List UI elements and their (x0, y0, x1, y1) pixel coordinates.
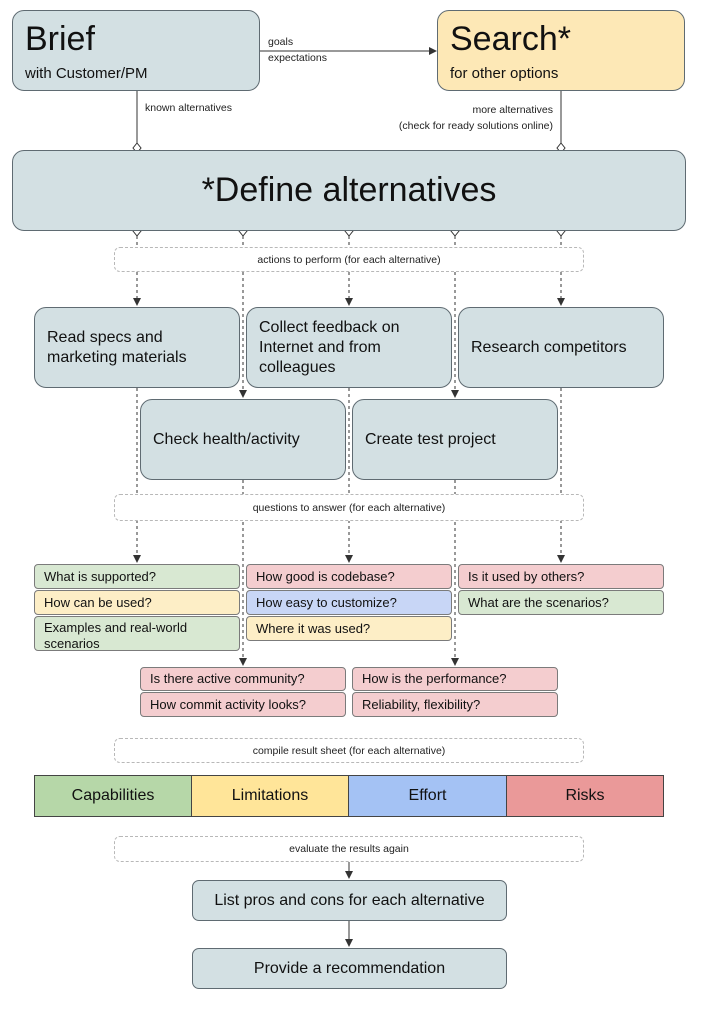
label-goals: goals (268, 36, 294, 48)
action-create-test-project: Create test project (352, 399, 558, 480)
search-box: Search* for other options (437, 10, 685, 91)
brief-title: Brief (25, 20, 95, 58)
brief-box: Brief with Customer/PM (12, 10, 260, 91)
list-pros-cons-box: List pros and cons for each alternative (192, 880, 507, 921)
action-check-health: Check health/activity (140, 399, 346, 480)
questions-phase-label: questions to answer (for each alternativ… (114, 494, 584, 521)
label-more-alternatives: more alternatives (472, 104, 553, 116)
question-item: How can be used? (34, 590, 240, 615)
question-item: How commit activity looks? (140, 692, 346, 717)
result-capabilities: Capabilities (34, 775, 192, 817)
brief-subtitle: with Customer/PM (25, 65, 148, 82)
label-check-online: (check for ready solutions online) (398, 120, 553, 132)
question-item: Examples and real-world scenarios (34, 616, 240, 651)
question-item: What is supported? (34, 564, 240, 589)
question-item: Is it used by others? (458, 564, 664, 589)
question-item: How easy to customize? (246, 590, 452, 615)
label-known-alternatives: known alternatives (145, 102, 232, 114)
action-research-competitors: Research competitors (458, 307, 664, 388)
question-item: How good is codebase? (246, 564, 452, 589)
action-read-specs: Read specs and marketing materials (34, 307, 240, 388)
define-alternatives-title: *Define alternatives (201, 171, 497, 209)
search-title: Search* (450, 20, 571, 58)
evaluate-phase-label: evaluate the results again (114, 836, 584, 862)
result-limitations: Limitations (191, 775, 349, 817)
question-item: How is the performance? (352, 667, 558, 691)
result-risks: Risks (506, 775, 664, 817)
actions-phase-label: actions to perform (for each alternative… (114, 247, 584, 272)
compile-phase-label: compile result sheet (for each alternati… (114, 738, 584, 763)
question-item: Is there active community? (140, 667, 346, 691)
result-effort: Effort (348, 775, 507, 817)
define-alternatives-box: *Define alternatives (12, 150, 686, 231)
provide-recommendation-box: Provide a recommendation (192, 948, 507, 989)
question-item: Reliability, flexibility? (352, 692, 558, 717)
search-subtitle: for other options (450, 65, 559, 82)
label-expectations: expectations (268, 52, 327, 64)
question-item: What are the scenarios? (458, 590, 664, 615)
question-item: Where it was used? (246, 616, 452, 641)
action-collect-feedback: Collect feedback on Internet and from co… (246, 307, 452, 388)
